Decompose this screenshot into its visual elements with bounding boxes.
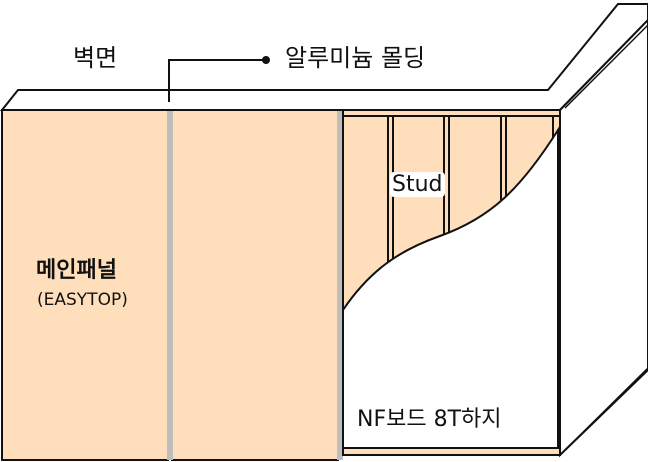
aluminum-molding-joint-2 [337,111,343,460]
label-main-panel-product: (EASYTOP) [37,290,128,310]
label-aluminum-molding: 알루미늄 몰딩 [285,44,426,72]
main-panel-right [171,109,339,461]
label-nf-board: NF보드 8T하지 [357,407,502,432]
molding-leader-line [168,59,265,102]
nf-board-sheet [342,126,559,449]
aluminum-molding-joint [167,111,173,460]
wall-edge-double-line-top [564,24,648,109]
label-wall-surface: 벽면 [73,44,118,72]
label-main-panel: 메인패널 [36,258,117,283]
wall-edge-double-line-bottom [564,367,648,451]
leader-dot [262,56,270,64]
main-panel-left [1,109,169,461]
label-stud: Stud [390,172,445,197]
